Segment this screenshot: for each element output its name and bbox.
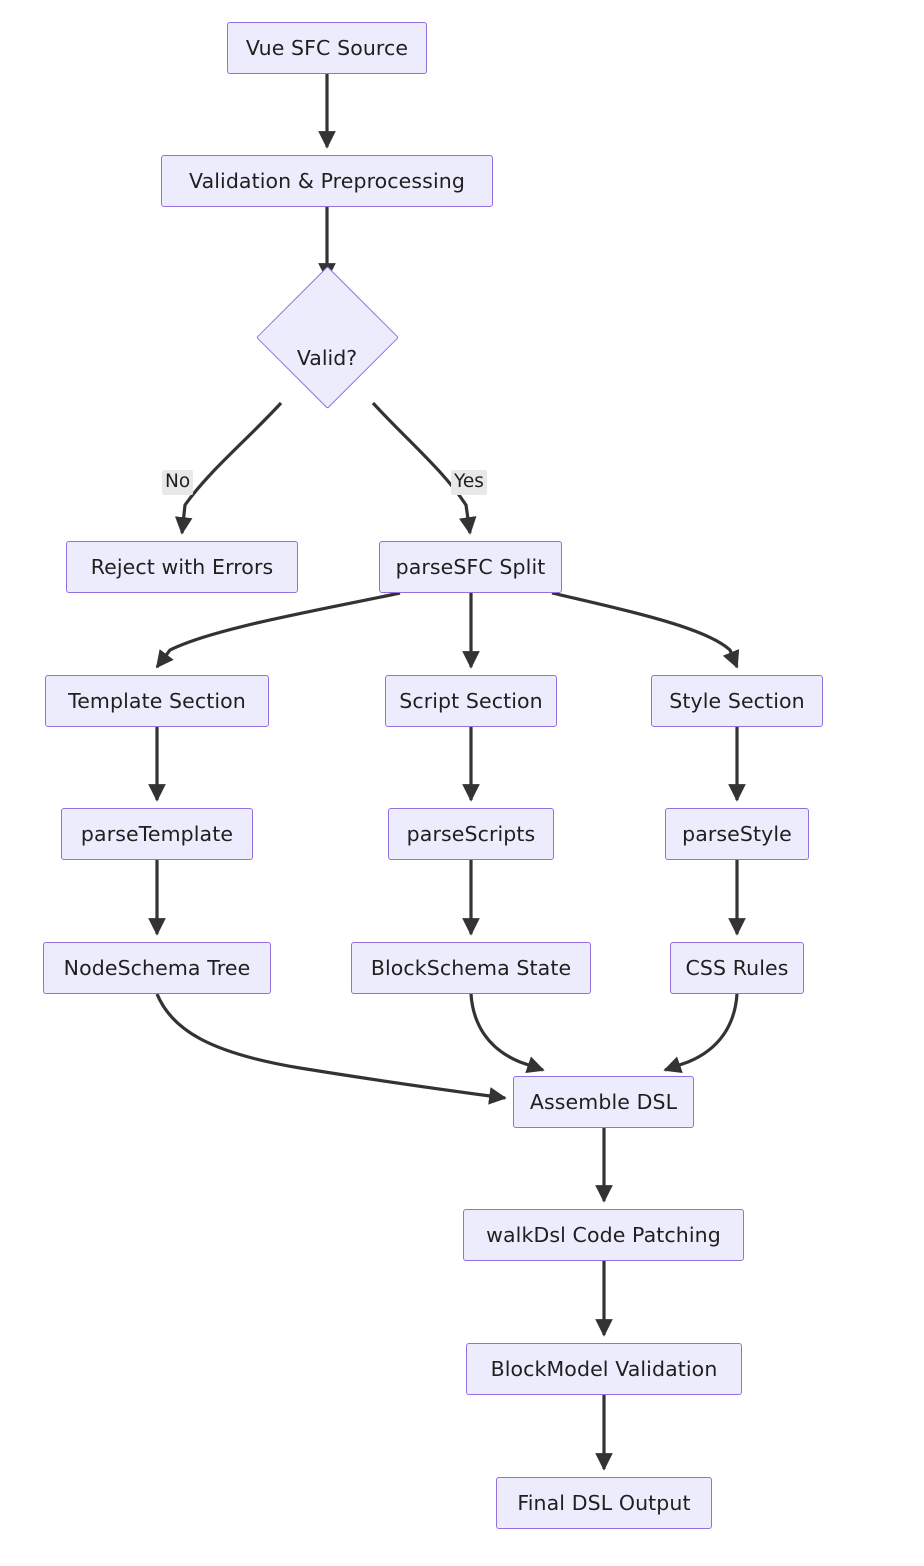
node-parsescripts[interactable]: parseScripts xyxy=(388,808,554,860)
node-label: CSS Rules xyxy=(685,955,789,980)
node-valid-decision-label: Valid? xyxy=(255,287,399,429)
node-parsetemplate[interactable]: parseTemplate xyxy=(61,808,253,860)
node-label: parseTemplate xyxy=(80,821,234,846)
edge-blockstate-to-assemble xyxy=(469,993,545,1074)
node-validation-preprocessing[interactable]: Validation & Preprocessing xyxy=(161,155,493,207)
node-parsestyle[interactable]: parseStyle xyxy=(665,808,809,860)
node-label: parseScripts xyxy=(406,821,536,846)
node-label: Reject with Errors xyxy=(90,554,274,579)
edge-split-to-stylesec xyxy=(551,591,740,669)
node-blockmodel-validation[interactable]: BlockModel Validation xyxy=(466,1343,742,1395)
edge-valid-to-reject xyxy=(174,401,283,535)
node-label: parseSFC Split xyxy=(395,554,546,579)
node-label: Vue SFC Source xyxy=(245,35,409,60)
node-style-section[interactable]: Style Section xyxy=(651,675,823,727)
node-label: Style Section xyxy=(669,688,805,713)
edge-split-to-tmplsec xyxy=(155,591,401,669)
node-assemble-dsl[interactable]: Assemble DSL xyxy=(513,1076,694,1128)
node-label: Validation & Preprocessing xyxy=(189,168,465,193)
edge-label-yes: Yes xyxy=(451,470,487,495)
node-template-section[interactable]: Template Section xyxy=(45,675,269,727)
node-label: BlockModel Validation xyxy=(490,1356,718,1381)
node-label: NodeSchema Tree xyxy=(63,955,251,980)
node-blockschema-state[interactable]: BlockSchema State xyxy=(351,942,591,994)
node-label: Valid? xyxy=(296,346,358,370)
node-parsesfc-split[interactable]: parseSFC Split xyxy=(379,541,562,593)
node-label: BlockSchema State xyxy=(370,955,572,980)
node-reject-with-errors[interactable]: Reject with Errors xyxy=(66,541,298,593)
node-final-dsl-output[interactable]: Final DSL Output xyxy=(496,1477,712,1529)
node-css-rules[interactable]: CSS Rules xyxy=(670,942,804,994)
node-label: Template Section xyxy=(68,688,246,713)
edge-nodetree-to-assemble xyxy=(155,993,507,1105)
node-script-section[interactable]: Script Section xyxy=(385,675,557,727)
edge-cssrules-to-assemble xyxy=(663,993,739,1074)
node-walkdsl-code-patching[interactable]: walkDsl Code Patching xyxy=(463,1209,744,1261)
edge-valid-to-split xyxy=(371,401,477,535)
node-label: parseStyle xyxy=(682,821,792,846)
edge-label-no: No xyxy=(162,470,194,495)
node-label: walkDsl Code Patching xyxy=(486,1222,721,1247)
node-vue-sfc-source[interactable]: Vue SFC Source xyxy=(227,22,427,74)
node-nodeschema-tree[interactable]: NodeSchema Tree xyxy=(43,942,271,994)
node-label: Assemble DSL xyxy=(529,1089,678,1114)
node-label: Final DSL Output xyxy=(517,1490,691,1515)
node-label: Script Section xyxy=(399,688,543,713)
